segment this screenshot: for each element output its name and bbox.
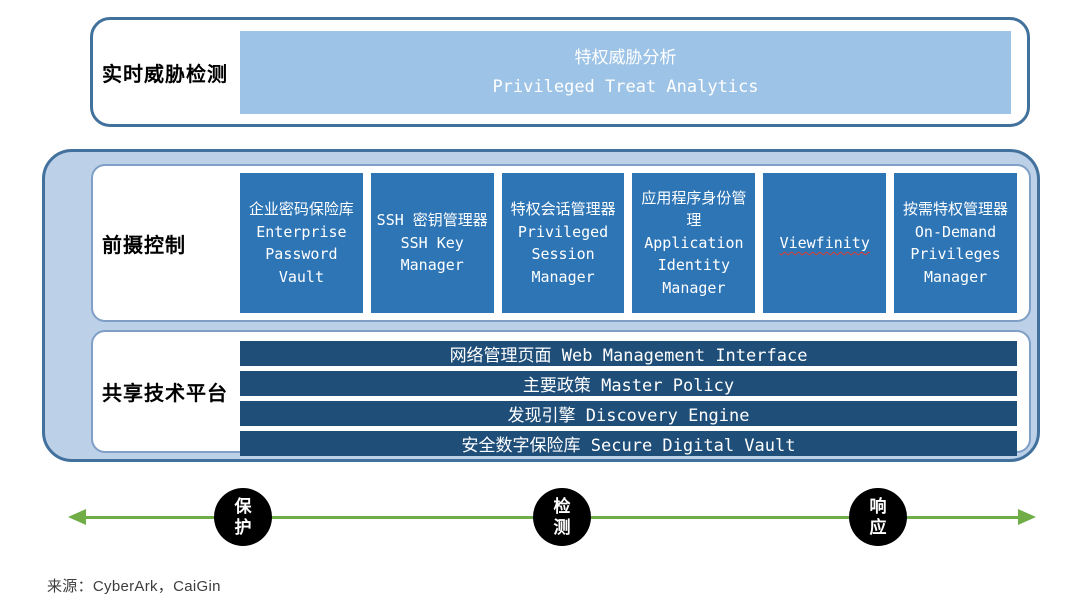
product-en: Enterprise Password Vault: [256, 222, 347, 286]
product-en: Viewfinity: [779, 233, 870, 252]
platform-bar-web-management-interface: 网络管理页面 Web Management Interface: [240, 341, 1017, 366]
platform-bar-master-policy: 主要政策 Master Policy: [240, 371, 1017, 396]
product-en: On-Demand Privileges Manager: [910, 222, 1001, 286]
product-box-on-demand-privileges-manager: 按需特权管理器 On-Demand Privileges Manager: [894, 173, 1017, 313]
proactive-controls-panel: 前摄控制 企业密码保险库 Enterprise Password Vault S…: [91, 164, 1031, 322]
platform-bar-discovery-engine: 发现引擎 Discovery Engine: [240, 401, 1017, 426]
platform-bars-column: 网络管理页面 Web Management Interface 主要政策 Mas…: [240, 341, 1017, 456]
realtime-threat-detection-panel: 实时威胁检测 特权威胁分析 Privileged Treat Analytics: [90, 17, 1030, 127]
platform-bar-secure-digital-vault: 安全数字保险库 Secure Digital Vault: [240, 431, 1017, 456]
privileged-threat-analytics-box: 特权威胁分析 Privileged Treat Analytics: [240, 31, 1011, 114]
axis-node-label: 响应: [869, 496, 887, 537]
realtime-threat-detection-label: 实时威胁检测: [102, 63, 228, 86]
proactive-controls-label: 前摄控制: [102, 234, 186, 257]
axis-node-respond: 响应: [849, 488, 907, 546]
shared-platform-panel: 共享技术平台 网络管理页面 Web Management Interface 主…: [91, 330, 1031, 456]
product-zh: 应用程序身份管理: [641, 188, 747, 230]
product-box-viewfinity: Viewfinity: [763, 173, 887, 313]
arrow-left-icon: [68, 509, 86, 525]
arrow-right-icon: [1018, 509, 1036, 525]
axis-node-detect: 检测: [533, 488, 591, 546]
axis-node-protect: 保护: [214, 488, 272, 546]
privileged-threat-analytics-en: Privileged Treat Analytics: [492, 76, 759, 97]
shared-platform-label: 共享技术平台: [102, 383, 228, 405]
product-zh: 特权会话管理器: [510, 200, 616, 218]
product-en: Application Identity Manager: [644, 233, 744, 297]
product-en: SSH Key Manager: [400, 233, 464, 275]
privileged-threat-analytics-zh: 特权威胁分析: [574, 48, 677, 69]
product-zh: 企业密码保险库: [248, 200, 354, 218]
realtime-threat-detection-label-zone: 实时威胁检测: [93, 20, 240, 124]
axis-node-label: 检测: [553, 496, 571, 537]
shared-platform-label-zone: 共享技术平台: [93, 332, 240, 451]
product-box-enterprise-password-vault: 企业密码保险库 Enterprise Password Vault: [240, 173, 363, 313]
source-note: 来源：CyberArk，CaiGin: [47, 578, 221, 595]
product-box-privileged-session-manager: 特权会话管理器 Privileged Session Manager: [501, 173, 625, 313]
core-products-container: 前摄控制 企业密码保险库 Enterprise Password Vault S…: [42, 149, 1040, 462]
product-en: Privileged Session Manager: [517, 222, 609, 286]
axis-node-label: 保护: [234, 496, 252, 537]
product-boxes-row: 企业密码保险库 Enterprise Password Vault SSH 密钥…: [240, 173, 1017, 313]
product-zh: 按需特权管理器: [903, 200, 1009, 218]
product-zh: SSH 密钥管理器: [376, 211, 488, 230]
product-box-ssh-key-manager: SSH 密钥管理器 SSH Key Manager: [370, 173, 494, 313]
proactive-controls-label-zone: 前摄控制: [93, 166, 240, 320]
product-box-application-identity-manager: 应用程序身份管理 Application Identity Manager: [632, 173, 756, 313]
